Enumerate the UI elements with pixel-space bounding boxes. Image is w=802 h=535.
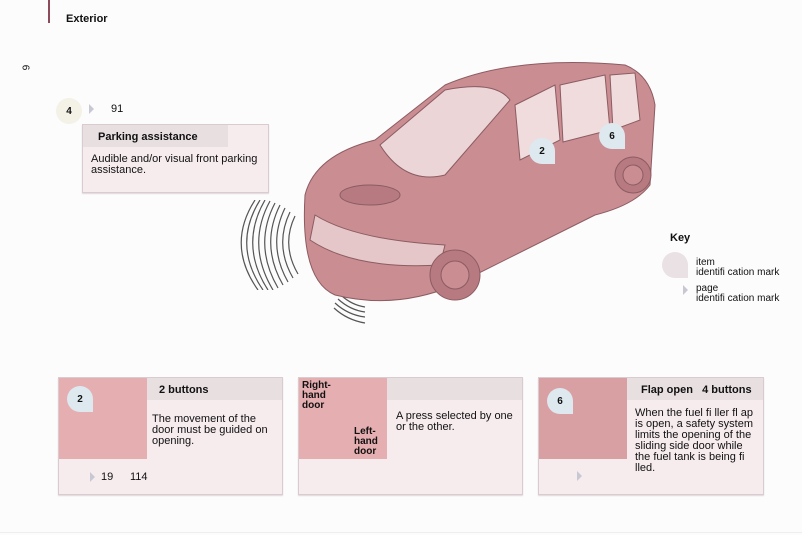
card-header xyxy=(627,378,763,400)
section-title: Exterior xyxy=(66,13,108,25)
page-ref-2: 114 xyxy=(130,471,148,483)
card-heading: 2 buttons xyxy=(159,384,209,396)
card-heading: Flap open 4 buttons xyxy=(641,384,752,396)
page-ref: 91 xyxy=(111,103,124,115)
key-page-arrow-icon xyxy=(683,285,688,295)
page-ref-arrow-icon xyxy=(577,471,582,481)
marker-label: 6 xyxy=(609,130,615,142)
item-mark-label: 2 xyxy=(77,393,83,405)
card-header xyxy=(147,378,282,400)
left-hand-door-label: Left-hand door xyxy=(354,426,378,457)
card-heading: Parking assistance xyxy=(98,131,198,143)
parking-assistance-card: Parking assistance Audible and/or visual… xyxy=(82,124,269,193)
page-ref-arrow-icon xyxy=(89,104,94,114)
remote-key-4-buttons-image xyxy=(299,378,387,459)
car-marker-2: 2 xyxy=(529,138,555,164)
car-marker-6: 6 xyxy=(599,123,625,149)
key-item-line2: identifi cation mark xyxy=(696,267,780,278)
key-page-line2: identifi cation mark xyxy=(696,293,780,304)
page-ref-1: 19 xyxy=(101,471,114,483)
card-text: A press selected by one or the other. xyxy=(396,410,513,433)
car-illustration xyxy=(303,62,656,302)
card-text: Audible and/or visual front parking assi… xyxy=(91,153,258,176)
key-title: Key xyxy=(670,232,691,244)
card-2-buttons: 2 2 buttons The movement of the door mus… xyxy=(58,377,283,495)
item-mark-4: 4 xyxy=(56,98,82,124)
section-accent-bar xyxy=(48,0,50,23)
key-item-mark-icon xyxy=(662,252,688,278)
key-page-line1: page xyxy=(696,283,719,294)
card-flap-open: 6 Flap open 4 buttons When the fuel fi l… xyxy=(538,377,764,495)
key-item-line1: item xyxy=(696,257,715,268)
card-header xyxy=(83,125,228,147)
sensor-waves-icon xyxy=(240,200,299,290)
card-header xyxy=(387,378,522,400)
page-number: 6 xyxy=(19,64,31,71)
item-mark-2: 2 xyxy=(67,386,93,412)
card-text: When the fuel fi ller fl ap is open, a s… xyxy=(635,407,754,474)
item-mark-6: 6 xyxy=(547,388,573,414)
marker-label: 2 xyxy=(539,145,545,157)
footer-divider xyxy=(0,532,802,533)
page-ref-arrow-icon xyxy=(90,472,95,482)
card-text: The movement of the door must be guided … xyxy=(152,413,268,447)
card-4-buttons-doors: Right-hand door Left-hand door A press s… xyxy=(298,377,523,495)
right-hand-door-label: Right-hand door xyxy=(302,380,331,411)
item-mark-label: 4 xyxy=(66,105,72,117)
item-mark-label: 6 xyxy=(557,395,563,407)
